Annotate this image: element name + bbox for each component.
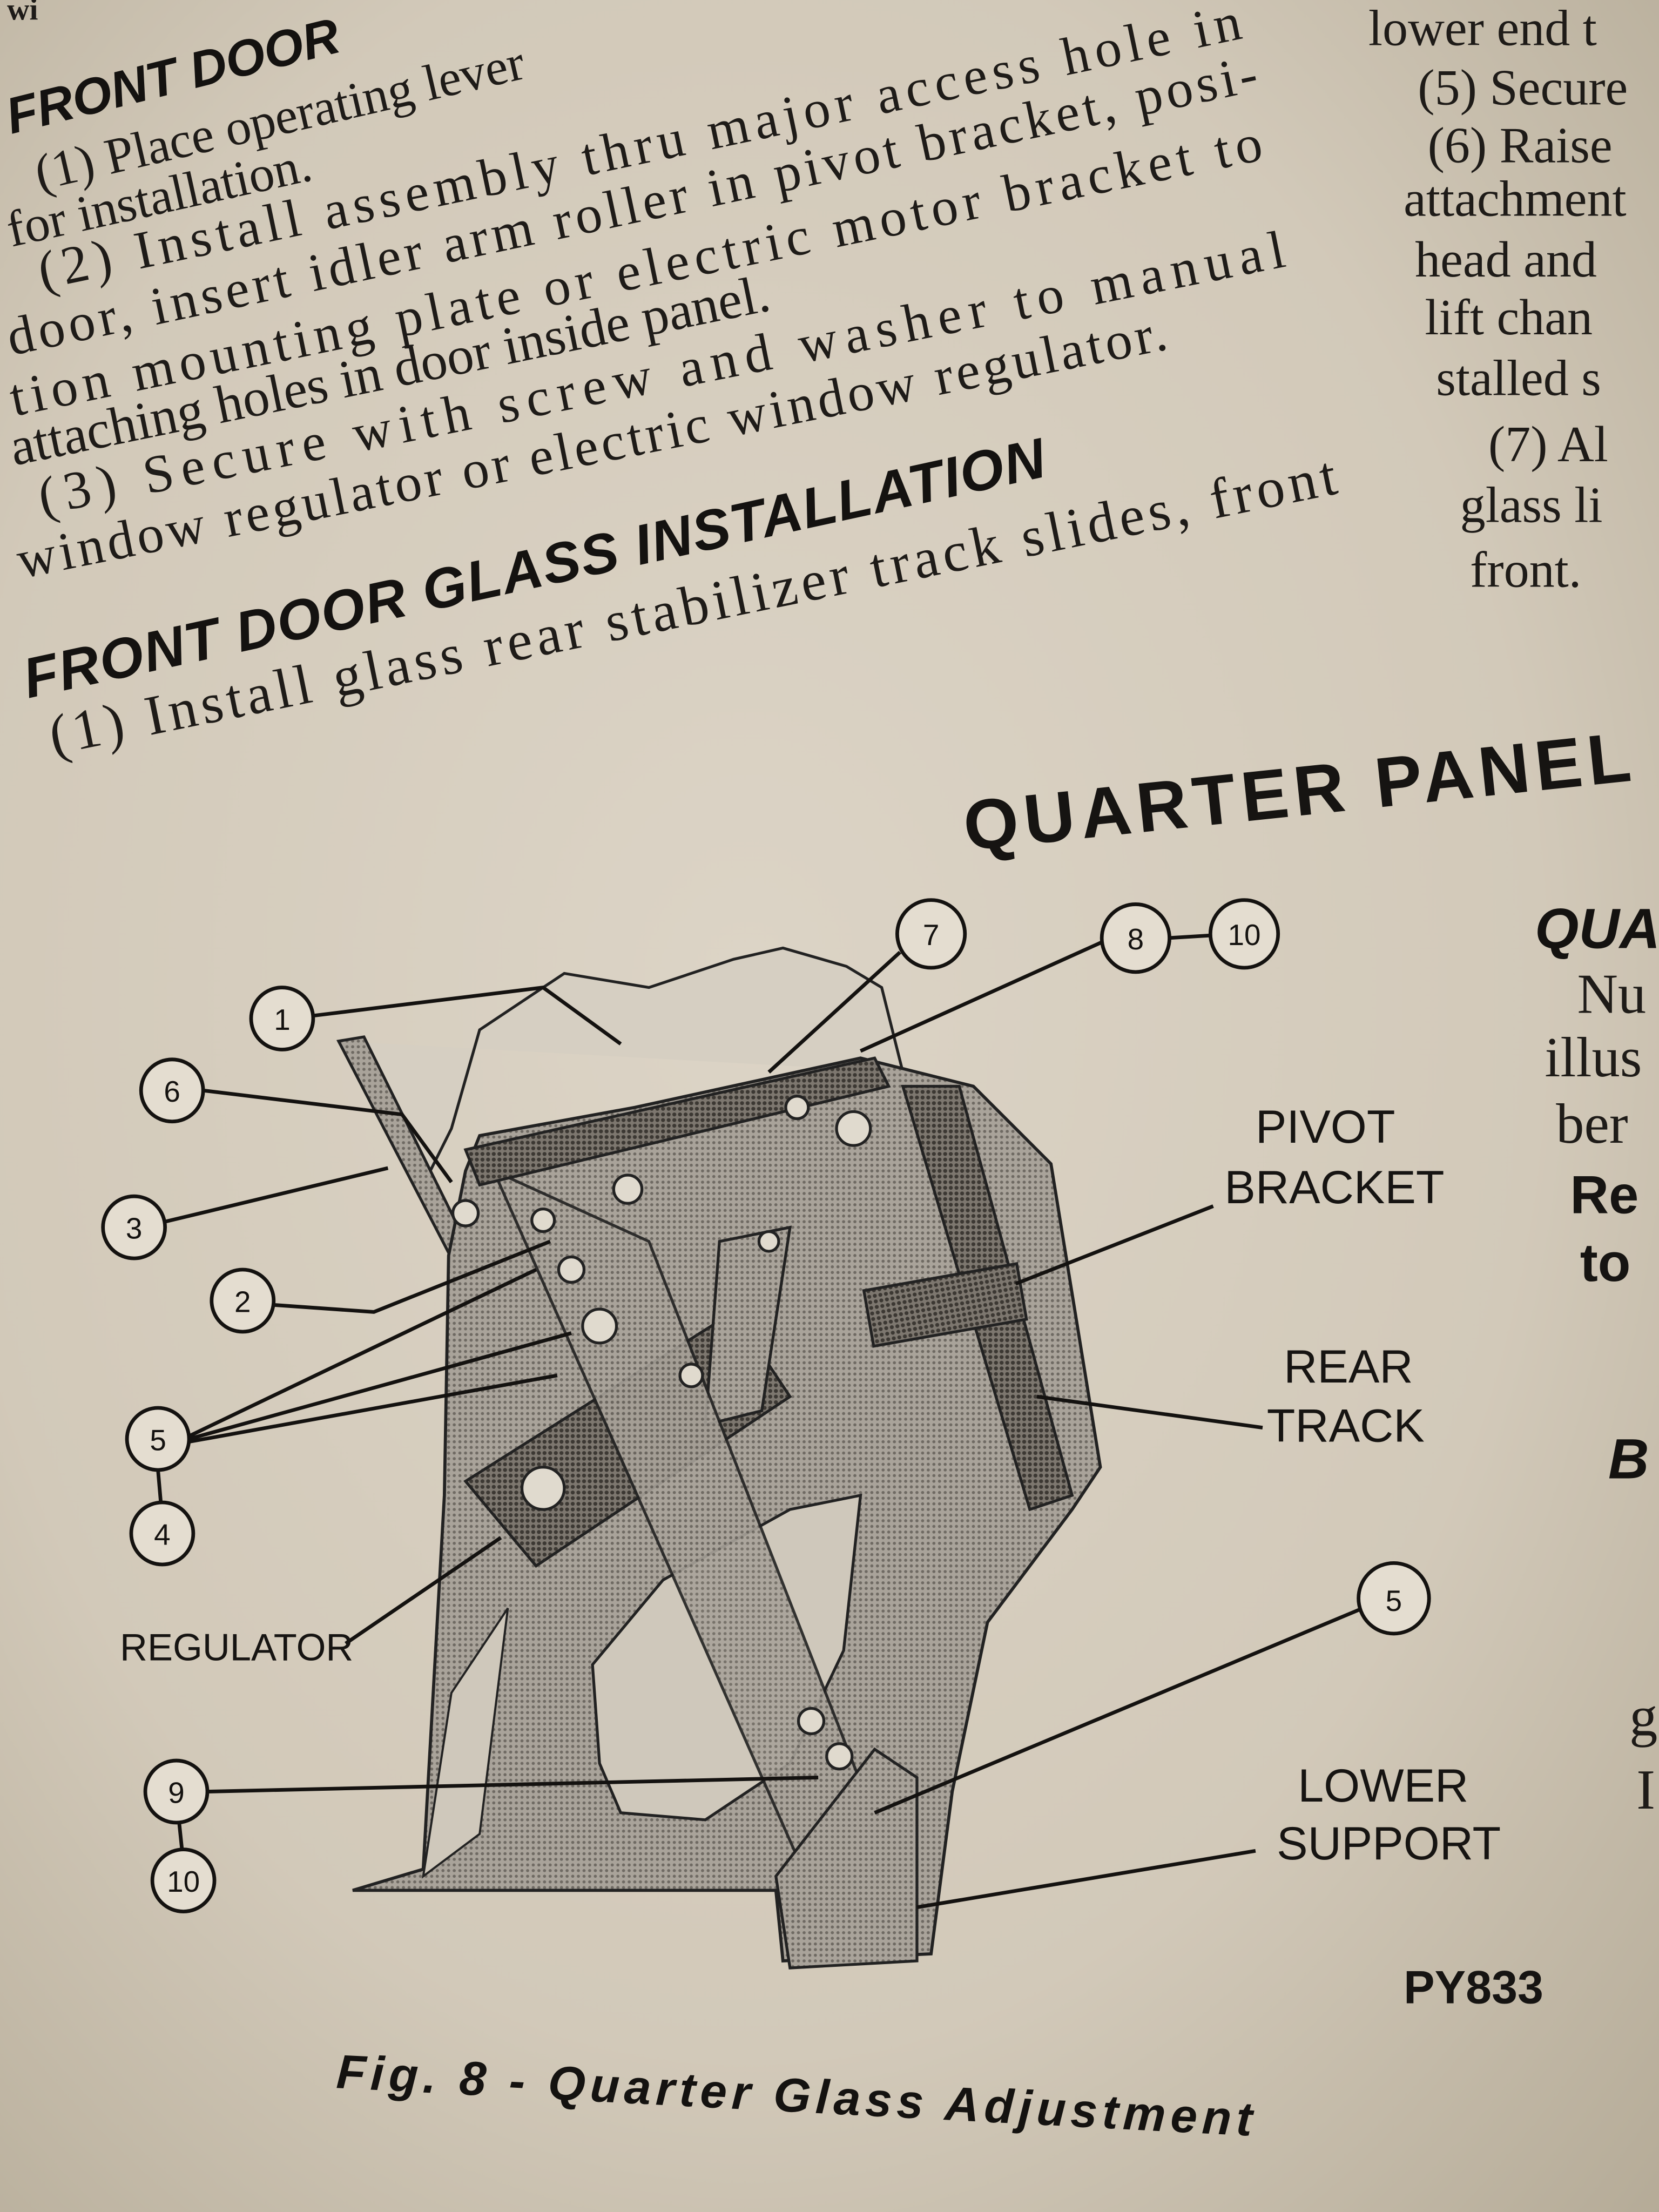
callout-7: 7 [895,898,967,970]
quarter-panel-illustration [336,946,1102,1970]
right-line: stalled s [1436,350,1601,406]
callouts: 1 6 3 2 5 4 9 10 7 8 10 5 [101,898,1431,1913]
svg-text:10: 10 [167,1865,200,1898]
svg-text:4: 4 [154,1518,171,1551]
right-line: front. [1470,542,1581,598]
callout-3: 3 [101,1194,167,1260]
right-line: head and [1415,232,1597,288]
svg-text:7: 7 [923,918,940,952]
callout-9: 9 [143,1758,210,1825]
svg-text:2: 2 [234,1285,251,1318]
top-channel [463,1056,891,1187]
right-column: lower end t (5) Secure (6) Raise attachm… [1368,1,1628,598]
callout-5: 5 [125,1406,191,1472]
lower-support-part [774,1747,919,1970]
right-column-lower: QUA Nu illus ber Re to B g I [1535,897,1659,1820]
pivot-bracket-part [862,1262,1028,1348]
fragment: I [1636,1758,1655,1821]
fragment: g [1629,1685,1657,1748]
svg-text:6: 6 [164,1075,180,1108]
callout-2: 2 [210,1267,276,1334]
label-support: SUPPORT [1277,1818,1501,1870]
label-regulator: REGULATOR [120,1626,353,1669]
callout-8: 8 [1100,902,1171,974]
fragment: Re [1570,1165,1638,1225]
fragment: to [1580,1233,1631,1293]
svg-text:8: 8 [1128,922,1144,956]
callout-6: 6 [139,1057,205,1124]
label-pivot: PIVOT [1256,1101,1395,1153]
callout-4: 4 [129,1500,195,1567]
right-line: attachment [1404,171,1627,227]
label-rear: REAR [1284,1341,1413,1393]
right-line: lower end t [1368,1,1597,57]
callout-5-right: 5 [1357,1561,1431,1636]
svg-text:5: 5 [150,1423,166,1456]
fragment-top: wi [7,0,38,27]
fragment: B [1608,1428,1649,1491]
right-line: glass li [1460,477,1603,534]
callout-1: 1 [249,986,315,1051]
leader-lines [156,933,1364,1910]
fragment: Nu [1577,963,1646,1026]
right-line: (5) Secure [1418,59,1628,116]
right-line: lift chan [1425,289,1593,346]
fasteners [451,1095,872,1771]
callout-10-top: 10 [1208,898,1280,970]
callout-10: 10 [150,1847,217,1913]
fragment: ber [1556,1092,1628,1155]
figure-labels: PIVOT BRACKET REAR TRACK REGULATOR LOWER… [120,1101,1543,2013]
figure-code: PY833 [1404,1961,1543,2013]
right-line: (6) Raise [1428,117,1613,173]
panel-cutout-lower [422,1607,509,1879]
svg-text:10: 10 [1228,918,1260,952]
svg-text:5: 5 [1386,1584,1402,1617]
svg-text:9: 9 [168,1776,185,1809]
label-lower: LOWER [1298,1760,1468,1812]
svg-text:1: 1 [274,1003,291,1036]
svg-text:3: 3 [126,1212,143,1245]
label-track: TRACK [1267,1400,1425,1452]
fragment: illus [1545,1026,1642,1089]
right-line: (7) Al [1488,416,1608,473]
label-bracket: BRACKET [1224,1162,1444,1213]
glass-outline [337,946,905,1188]
fragment: QUA [1535,897,1659,960]
